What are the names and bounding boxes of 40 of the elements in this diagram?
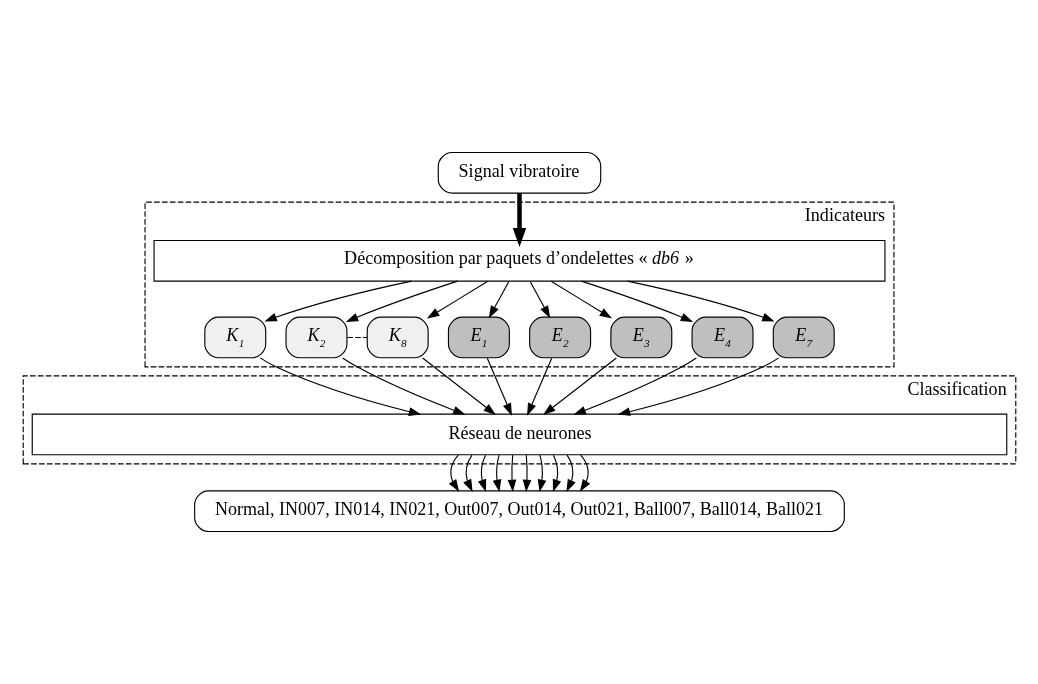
arrow (580, 280, 693, 322)
connector (346, 336, 367, 339)
arrow (486, 357, 512, 416)
arrow (626, 280, 775, 322)
arrow (492, 454, 501, 493)
node-box: K$_{8}$ (366, 316, 429, 359)
arrow (537, 454, 546, 493)
arrow (462, 454, 473, 492)
arrow (522, 454, 531, 493)
node-box: E$_{1}$ (447, 316, 510, 359)
arrow (448, 454, 459, 492)
arrow (512, 193, 526, 248)
node-box: E$_{2}$ (528, 316, 591, 359)
arrow (529, 280, 550, 319)
arrow (477, 454, 486, 492)
node-box: Signal vibratoire (437, 151, 601, 194)
arrow (345, 280, 458, 322)
node-box: E$_{4}$ (691, 316, 754, 359)
arrow (426, 280, 488, 319)
node-box: K$_{1}$ (203, 316, 266, 359)
arrow (488, 280, 509, 319)
arrow (565, 454, 576, 492)
arrow (579, 454, 590, 492)
arrow (617, 357, 779, 416)
arrow (259, 357, 421, 416)
arrow (526, 357, 552, 416)
arrow (507, 454, 516, 493)
node-box: K$_{2}$ (284, 316, 347, 359)
arrow (552, 454, 561, 492)
arrow (341, 357, 466, 415)
arrow (542, 357, 617, 416)
node-box: E$_{3}$ (609, 316, 672, 359)
arrow (263, 280, 412, 322)
node-box: Réseau de neurones (31, 413, 1007, 456)
arrow (421, 357, 496, 416)
arrow (572, 357, 697, 415)
node-box: Décomposition par paquets d’ondelettes « db6 » (153, 239, 885, 282)
node-box: E$_{7}$ (772, 316, 835, 359)
arrow (550, 280, 612, 319)
node-box: Normal, IN007, IN014, IN021, Out007, Out014, Out021, Ball007, Ball014, Ball021 (193, 490, 845, 533)
